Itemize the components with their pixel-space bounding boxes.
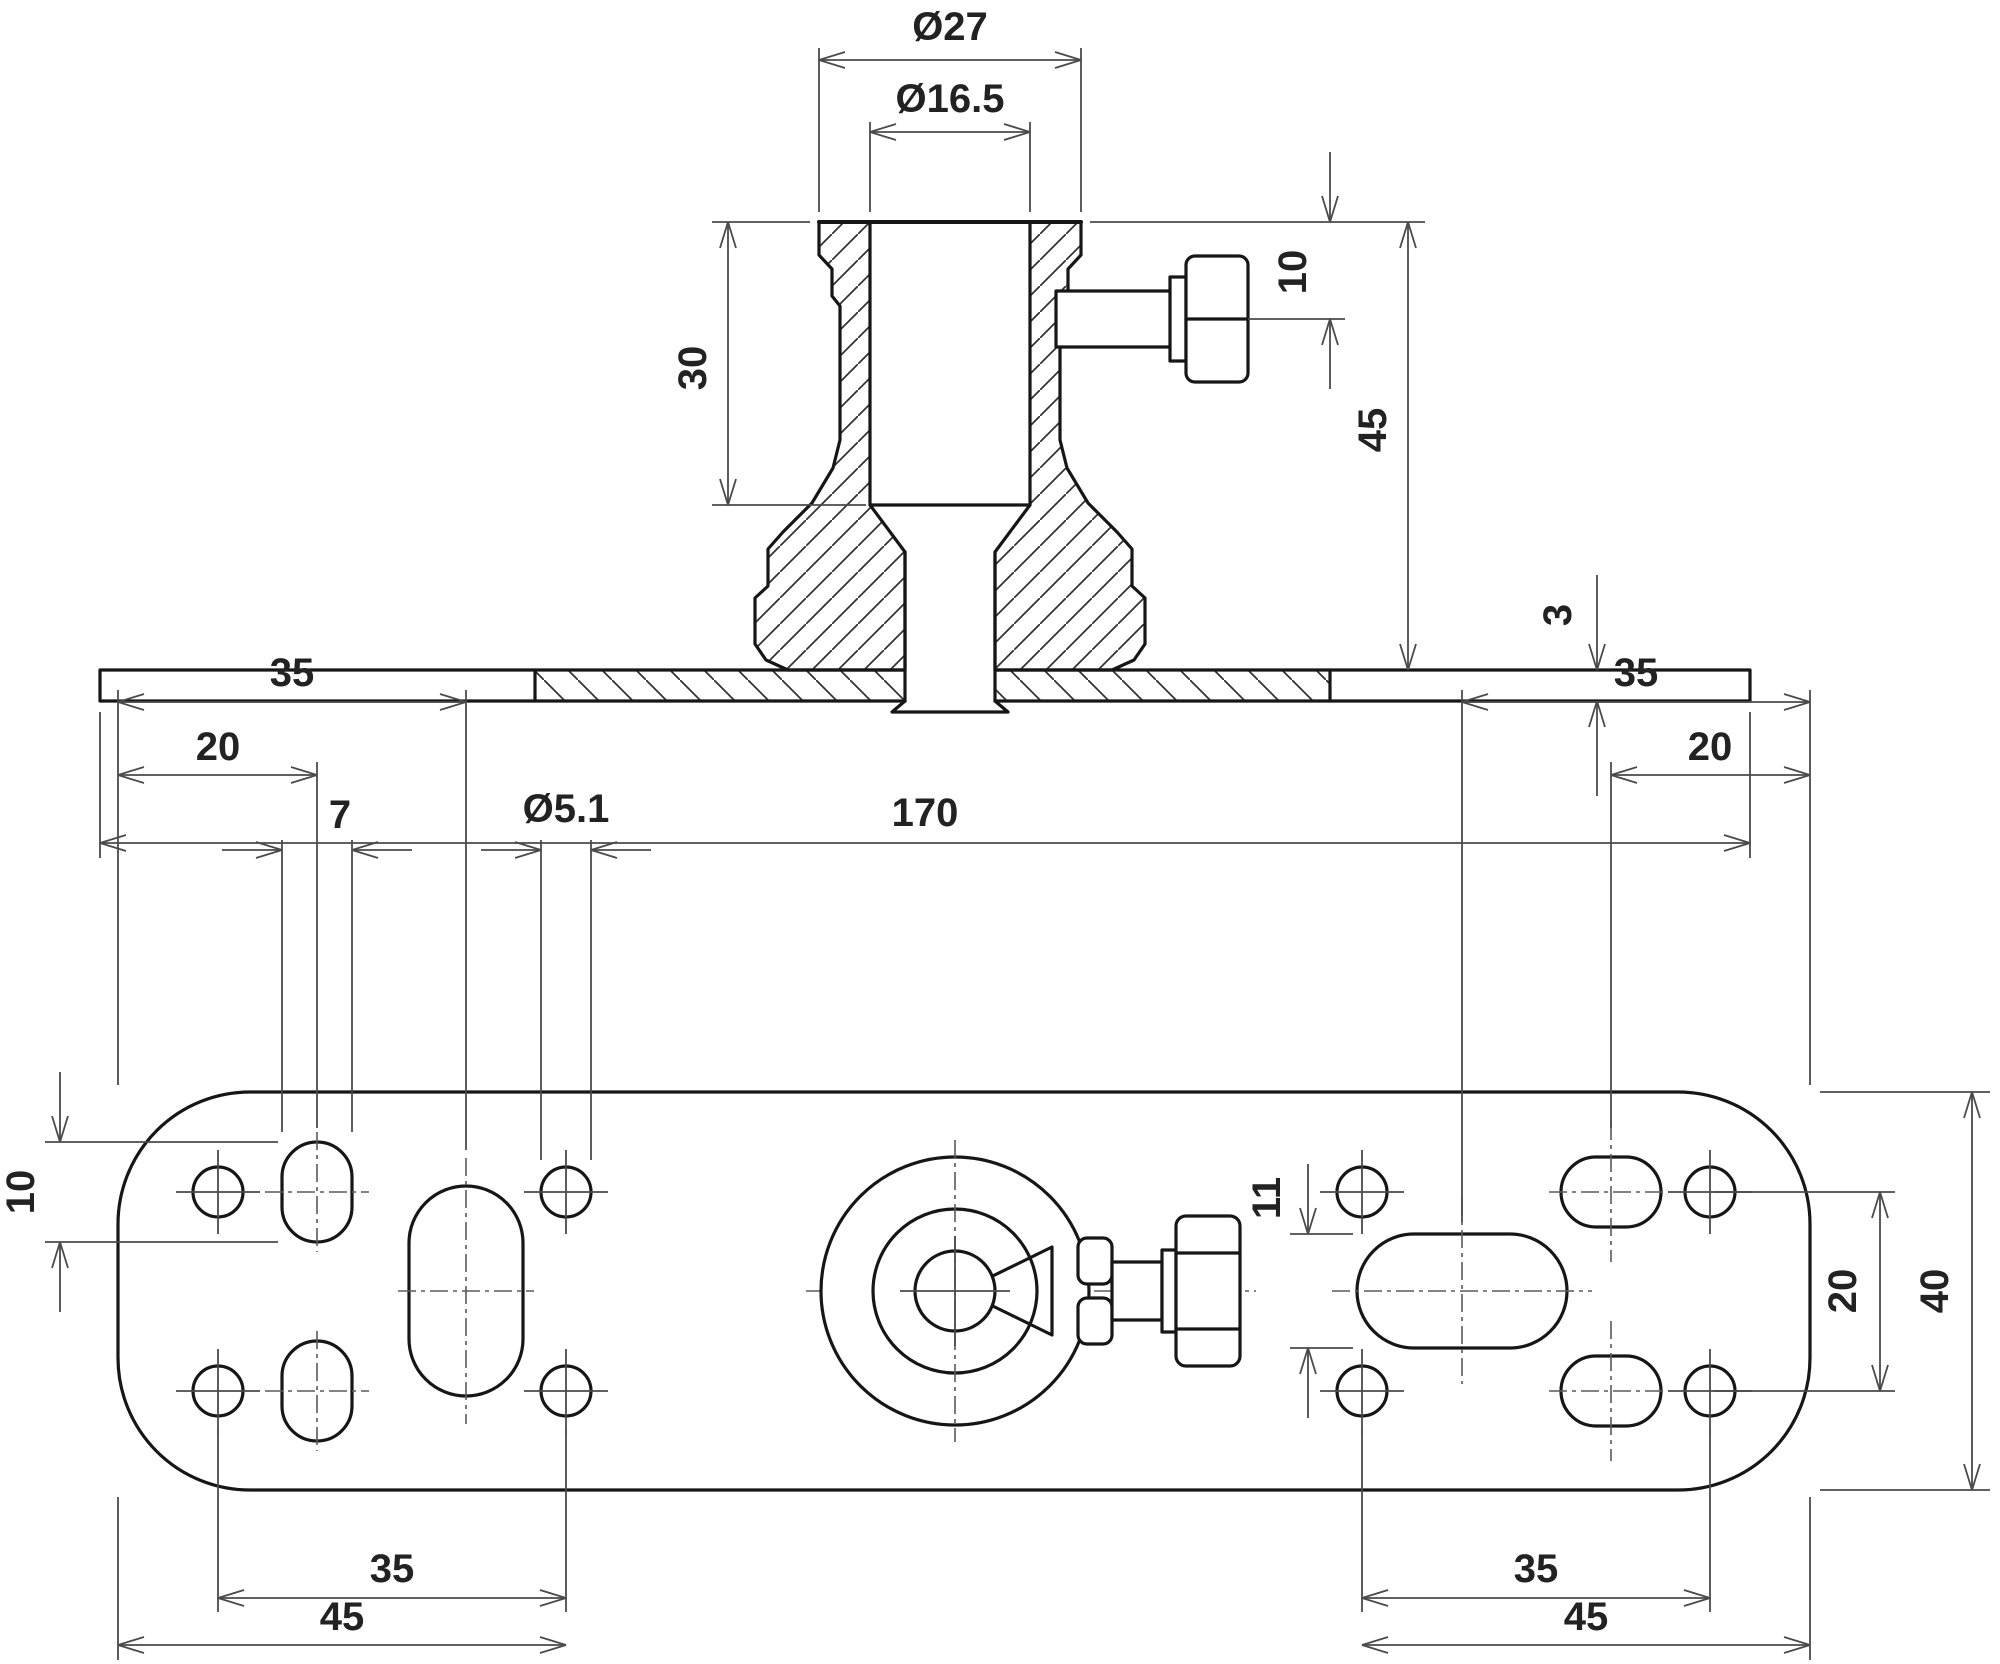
side-bolt-shaft: [1054, 289, 1184, 349]
dim-collar-dia: Ø27: [912, 5, 988, 49]
side-bolt: [1054, 254, 1250, 384]
clamp-wall-left-outline: [753, 220, 907, 672]
dim-bore-depth: 30: [671, 346, 715, 391]
plan-bolt-shaft: [1110, 1260, 1164, 1322]
bushing: [890, 550, 1010, 714]
dim-br-edge: 45: [1564, 1595, 1609, 1639]
dimension-labels: Ø27 Ø16.5 10 30 45 3 170 35 20 7 Ø5.1 10…: [0, 5, 1957, 1639]
extension-lines: [45, 48, 1990, 1660]
dim-slot-height: 11: [1245, 1177, 1289, 1219]
dim-bl-pitch: 35: [370, 1547, 415, 1591]
dim-hole-dia: Ø5.1: [523, 787, 610, 831]
dim-br-pitch: 35: [1514, 1547, 1559, 1591]
dim-tr-oval: 20: [1688, 725, 1733, 769]
clamp-tab-lower: [1076, 1296, 1114, 1346]
dim-oval-height: 10: [0, 1170, 43, 1215]
dim-oval-width: 7: [329, 793, 351, 837]
side-bolt-washer: [1168, 275, 1188, 363]
dim-plate-width: 40: [1913, 1269, 1957, 1314]
dim-plate-thickness: 3: [1536, 604, 1580, 626]
dim-tl-oval: 20: [196, 725, 241, 769]
plan-bolt-head: [1174, 1214, 1242, 1368]
clamp-v-jaw: [960, 1245, 1054, 1337]
dim-bolt-offset: 10: [1271, 250, 1315, 295]
dim-right-pitch: 20: [1821, 1269, 1865, 1314]
dim-tl-slot: 35: [270, 651, 315, 695]
dimension-lines: [51, 51, 1981, 1654]
dim-bore-dia: Ø16.5: [896, 77, 1005, 121]
clamp-wall-right-hatch: [995, 222, 1145, 670]
clamp-wall-left-hatch: [755, 222, 905, 670]
feature-centerlines: [265, 1122, 1673, 1461]
dim-tr-slot: 35: [1614, 651, 1659, 695]
dim-total-height: 45: [1351, 408, 1395, 453]
plan-bolt-washer: [1160, 1248, 1178, 1334]
section-view: [98, 220, 1752, 714]
dim-bl-edge: 45: [320, 1595, 365, 1639]
dim-plate-length: 170: [892, 791, 959, 835]
clamp-tab-upper: [1076, 1236, 1114, 1286]
clamp-plan: [806, 1140, 1256, 1442]
plan-view: [116, 1090, 1812, 1492]
